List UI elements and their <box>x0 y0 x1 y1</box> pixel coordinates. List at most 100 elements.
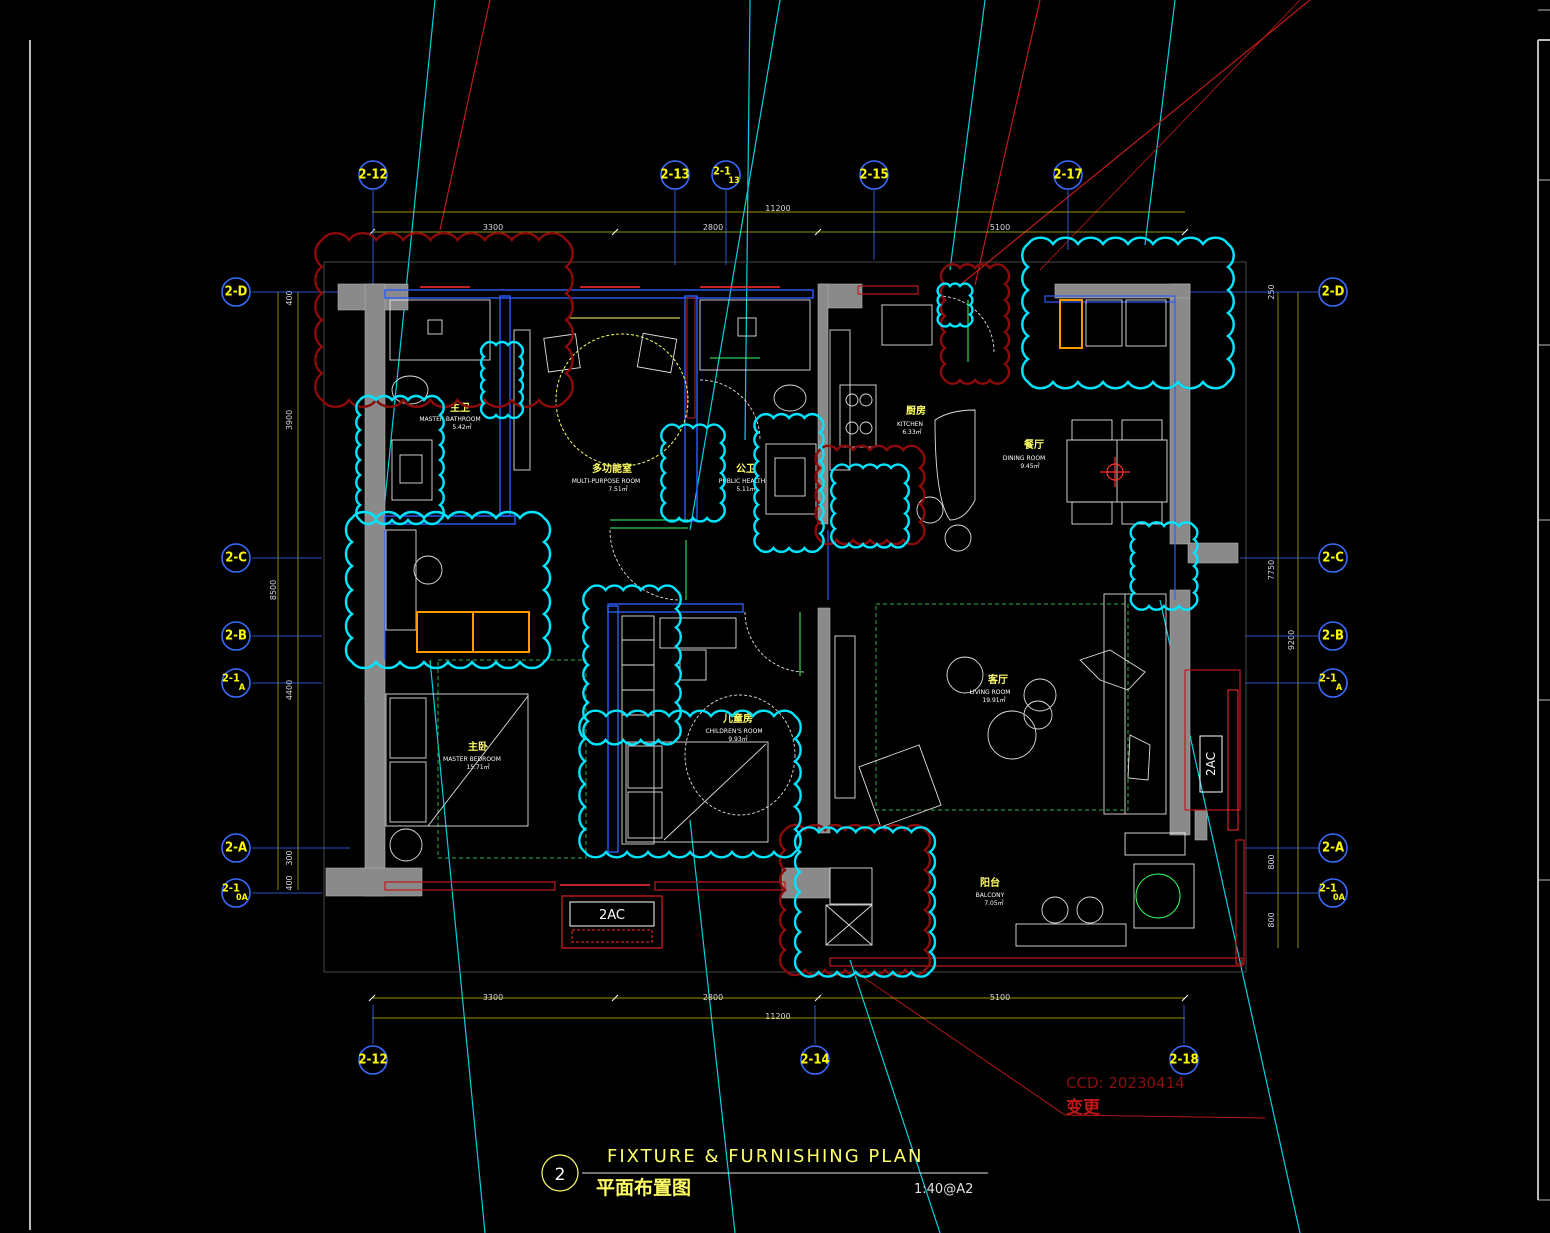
svg-text:厨房: 厨房 <box>906 404 926 417</box>
revision-cloud <box>778 823 932 977</box>
svg-text:9.93㎡: 9.93㎡ <box>728 735 747 743</box>
grid-bubble: 2-B <box>1318 621 1348 651</box>
svg-text:2-1: 2-1 <box>1319 882 1337 895</box>
svg-text:2-1: 2-1 <box>222 672 240 685</box>
dim-left-seg: 4400 <box>285 680 294 700</box>
svg-text:5.42㎡: 5.42㎡ <box>452 423 471 431</box>
svg-text:2-B: 2-B <box>1322 629 1344 644</box>
leader-lines <box>364 0 1311 1233</box>
revision-clouds <box>314 231 1235 978</box>
svg-text:客厅: 客厅 <box>987 673 1008 686</box>
room-labels: 主卫 MASTER BATHROOM 5.42㎡ 多功能室 MULTI-PURP… <box>419 401 1045 907</box>
drawing-scale: 1:40@A2 <box>914 1182 973 1197</box>
grid-bubble: 2-A <box>1318 833 1348 863</box>
room-dining: 餐厅 DINING ROOM 9.45㎡ <box>1003 438 1045 470</box>
svg-text:19.91㎡: 19.91㎡ <box>982 696 1005 704</box>
revision-cloud <box>814 444 926 546</box>
revision-cloud <box>314 231 574 409</box>
svg-text:主卧: 主卧 <box>468 740 488 753</box>
dim-bottom-seg: 3300 <box>483 993 503 1002</box>
svg-text:MASTER BATHROOM: MASTER BATHROOM <box>419 416 480 423</box>
revision-cloud <box>1021 236 1235 390</box>
svg-text:0A: 0A <box>236 893 249 903</box>
revision-cloud <box>1021 236 1235 390</box>
room-balcony: 阳台 BALCONY 7.05㎡ <box>976 876 1005 907</box>
svg-text:5.11㎡: 5.11㎡ <box>736 485 755 493</box>
sheet-frame <box>29 9 1550 1230</box>
dimension-lines <box>277 211 1299 1019</box>
room-multi-purpose: 多功能室 MULTI-PURPOSE ROOM 7.51㎡ <box>572 462 641 493</box>
svg-text:MASTER BEDROOM: MASTER BEDROOM <box>443 756 501 763</box>
dim-right-outer: 9200 <box>1287 630 1296 650</box>
walls <box>325 283 1239 899</box>
revision-note: CCD: 20230414 变更 <box>1066 1074 1185 1118</box>
dim-left-outer: 8500 <box>269 580 278 600</box>
svg-text:BALCONY: BALCONY <box>976 892 1005 899</box>
grid-bubble: 2-1 A <box>221 668 251 698</box>
revision-label: 变更 <box>1066 1097 1101 1118</box>
grid-bubbles-right: 2-D 2-C 2-B 2-1 A 2-A 2-1 0A <box>1318 277 1348 908</box>
grid-bubble: 2-12 <box>358 160 388 190</box>
drawing-title-cn: 平面布置图 <box>596 1176 691 1199</box>
grid-bubble: 2-C <box>1318 543 1348 573</box>
revision-cloud <box>344 510 552 670</box>
grid-bubble: 2-15 <box>859 160 889 190</box>
drawing-number: 2 <box>555 1165 566 1185</box>
grid-bubble: 2-D <box>1318 277 1348 307</box>
svg-text:2-D: 2-D <box>1322 285 1345 300</box>
svg-text:DINING ROOM: DINING ROOM <box>1003 455 1045 462</box>
revision-cloud <box>1129 521 1199 611</box>
grid-bubble: 2-12 <box>358 1045 388 1075</box>
svg-text:6.33㎡: 6.33㎡ <box>902 428 921 436</box>
svg-text:A: A <box>1336 683 1343 693</box>
svg-text:阳台: 阳台 <box>980 876 1000 889</box>
svg-text:2-1: 2-1 <box>222 882 240 895</box>
revision-cloud <box>753 413 825 553</box>
dim-left-seg: 400 <box>285 290 294 305</box>
svg-text:餐厅: 餐厅 <box>1023 438 1044 451</box>
dim-left-seg: 3900 <box>285 410 294 430</box>
grid-bubble: 2-D <box>221 277 251 307</box>
svg-text:2-1: 2-1 <box>713 165 731 178</box>
room-kitchen: 厨房 KITCHEN 6.33㎡ <box>897 404 926 436</box>
svg-text:2-13: 2-13 <box>660 168 689 183</box>
grid-bubble: 2-B <box>221 621 251 651</box>
svg-text:2-A: 2-A <box>1322 841 1344 856</box>
svg-text:KITCHEN: KITCHEN <box>897 421 923 428</box>
svg-text:多功能室: 多功能室 <box>592 462 632 475</box>
dim-top-seg: 3300 <box>483 223 503 232</box>
room-master-bedroom: 主卧 MASTER BEDROOM 15.71㎡ <box>443 740 501 771</box>
room-public-bath: 公卫 PUBLIC HEALTH 5.11㎡ <box>719 463 765 493</box>
svg-text:2-C: 2-C <box>1322 551 1344 566</box>
revision-cloud <box>582 584 682 746</box>
drawing-title-en: FIXTURE & FURNISHING PLAN <box>607 1146 924 1167</box>
grid-bubble: 2-C <box>221 543 251 573</box>
revision-cloud <box>793 826 937 978</box>
grid-bubble: 2-1 13 <box>711 160 741 190</box>
room-childrens: 儿童房 CHILDREN'S ROOM 9.93㎡ <box>705 712 762 743</box>
svg-text:7.05㎡: 7.05㎡ <box>984 899 1003 907</box>
dimension-labels: 11200 3300 2800 5100 3300 2800 5100 1120… <box>269 204 1296 1021</box>
svg-text:CHILDREN'S ROOM: CHILDREN'S ROOM <box>705 728 762 735</box>
svg-text:15.71㎡: 15.71㎡ <box>466 763 489 771</box>
plan-boundary <box>323 261 1247 973</box>
room-living: 客厅 LIVING ROOM 19.91㎡ <box>970 673 1011 704</box>
grid-bubble: 2-14 <box>800 1045 830 1075</box>
grid-bubble: 2-1 0A <box>1318 878 1348 908</box>
furniture <box>385 286 1195 947</box>
svg-text:9.45㎡: 9.45㎡ <box>1020 462 1039 470</box>
revision-cloud <box>936 282 974 328</box>
revision-cloud <box>355 394 445 526</box>
dim-left-seg: 400 <box>285 875 294 890</box>
svg-text:7.51㎡: 7.51㎡ <box>608 485 627 493</box>
ac-unit-side: 2AC <box>1199 735 1223 793</box>
ac-unit-bottom: 2AC <box>561 895 663 949</box>
svg-text:2-12: 2-12 <box>358 1053 387 1068</box>
grid-axis-lines <box>252 190 1318 1044</box>
drawing-number-circle <box>541 1154 579 1192</box>
revision-code: CCD: 20230414 <box>1066 1074 1185 1092</box>
dim-right-mid: 7750 <box>1267 560 1276 580</box>
partitions <box>384 285 1245 967</box>
dim-right-seg: 800 <box>1267 854 1276 869</box>
